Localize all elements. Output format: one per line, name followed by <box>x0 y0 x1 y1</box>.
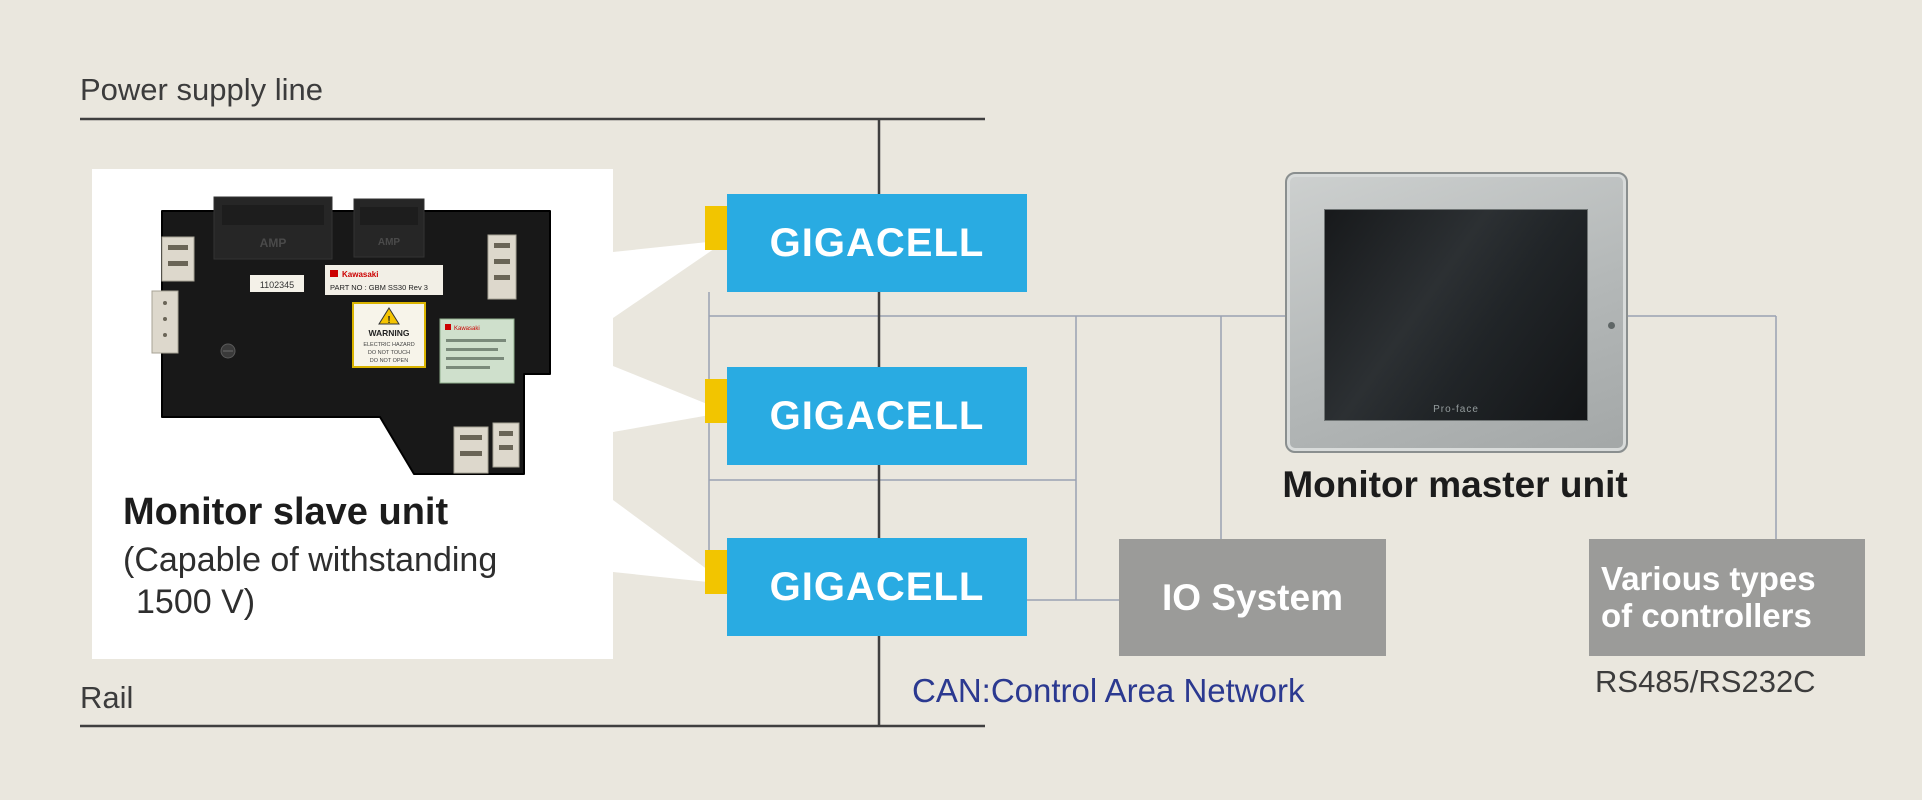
gigacell-label: GIGACELL <box>769 393 985 438</box>
pcb-screw <box>220 343 236 359</box>
io-system-label: IO System <box>1162 576 1343 618</box>
callout-wedge-3 <box>613 500 727 584</box>
can-network-label: CAN:Control Area Network <box>912 672 1305 709</box>
io-system-box: IO System <box>1119 539 1386 656</box>
svg-text:PART NO : GBM SS30 Rev 3: PART NO : GBM SS30 Rev 3 <box>330 283 428 292</box>
master-unit-photo: Pro-face <box>1285 172 1628 453</box>
pcb-photo: AMP AMP 110 <box>151 196 551 475</box>
gigacell-unit-1: GIGACELL <box>705 194 1027 292</box>
controllers-label-line2: of controllers <box>1601 596 1812 634</box>
gigacell-terminal-tab <box>705 550 727 594</box>
rs485-rs232c-label: RS485/RS232C <box>1595 664 1816 699</box>
gigacell-unit-2: GIGACELL <box>705 367 1027 465</box>
master-unit-led <box>1608 322 1615 329</box>
gigacell-terminal-tab <box>705 379 727 423</box>
callout-wedge-2 <box>613 366 727 432</box>
callout-wedges <box>613 240 727 584</box>
gigacell-label: GIGACELL <box>769 220 985 265</box>
master-unit-screen: Pro-face <box>1324 209 1588 421</box>
svg-text:!: ! <box>387 315 390 326</box>
svg-text:WARNING: WARNING <box>368 328 409 338</box>
pcb-green-label: Kawasaki <box>439 318 515 384</box>
controllers-box: Various types of controllers <box>1589 539 1865 656</box>
callout-wedge-1 <box>613 240 727 318</box>
pcb-warning-label: ! WARNING ELECTRIC HAZARD DO NOT TOUCH D… <box>352 302 426 368</box>
pcb-serial-label: 1102345 <box>250 275 304 292</box>
slave-unit-subtitle-line1: (Capable of withstanding <box>123 541 498 579</box>
gigacell-terminal-tab <box>705 206 727 250</box>
pcb-edge-connectors <box>151 234 520 474</box>
svg-text:Kawasaki: Kawasaki <box>342 270 378 279</box>
master-unit-label: Monitor master unit <box>1282 464 1628 505</box>
svg-text:AMP: AMP <box>260 236 287 250</box>
svg-text:1102345: 1102345 <box>260 280 294 290</box>
controllers-label-line1: Various types <box>1601 559 1816 597</box>
rail-label: Rail <box>80 680 134 715</box>
svg-text:AMP: AMP <box>378 237 401 248</box>
master-unit-screen-brand: Pro-face <box>1433 404 1479 415</box>
pcb-part-label: Kawasaki PART NO : GBM SS30 Rev 3 <box>325 265 443 295</box>
pcb-connector-pins <box>163 243 513 456</box>
slave-unit-panel: AMP AMP 110 <box>92 169 613 659</box>
svg-text:Kawasaki: Kawasaki <box>454 326 480 332</box>
slave-unit-title: Monitor slave unit <box>123 491 449 533</box>
gigacell-label: GIGACELL <box>769 564 985 609</box>
pcb-amp-connectors: AMP AMP <box>213 196 425 260</box>
gigacell-unit-3: GIGACELL <box>705 538 1027 636</box>
power-supply-line-label: Power supply line <box>80 72 323 107</box>
svg-text:ELECTRIC HAZARD: ELECTRIC HAZARD <box>363 342 414 348</box>
slave-unit-subtitle-line2: 1500 V) <box>136 583 256 621</box>
svg-text:DO NOT OPEN: DO NOT OPEN <box>370 358 408 364</box>
svg-text:DO NOT TOUCH: DO NOT TOUCH <box>368 350 410 356</box>
